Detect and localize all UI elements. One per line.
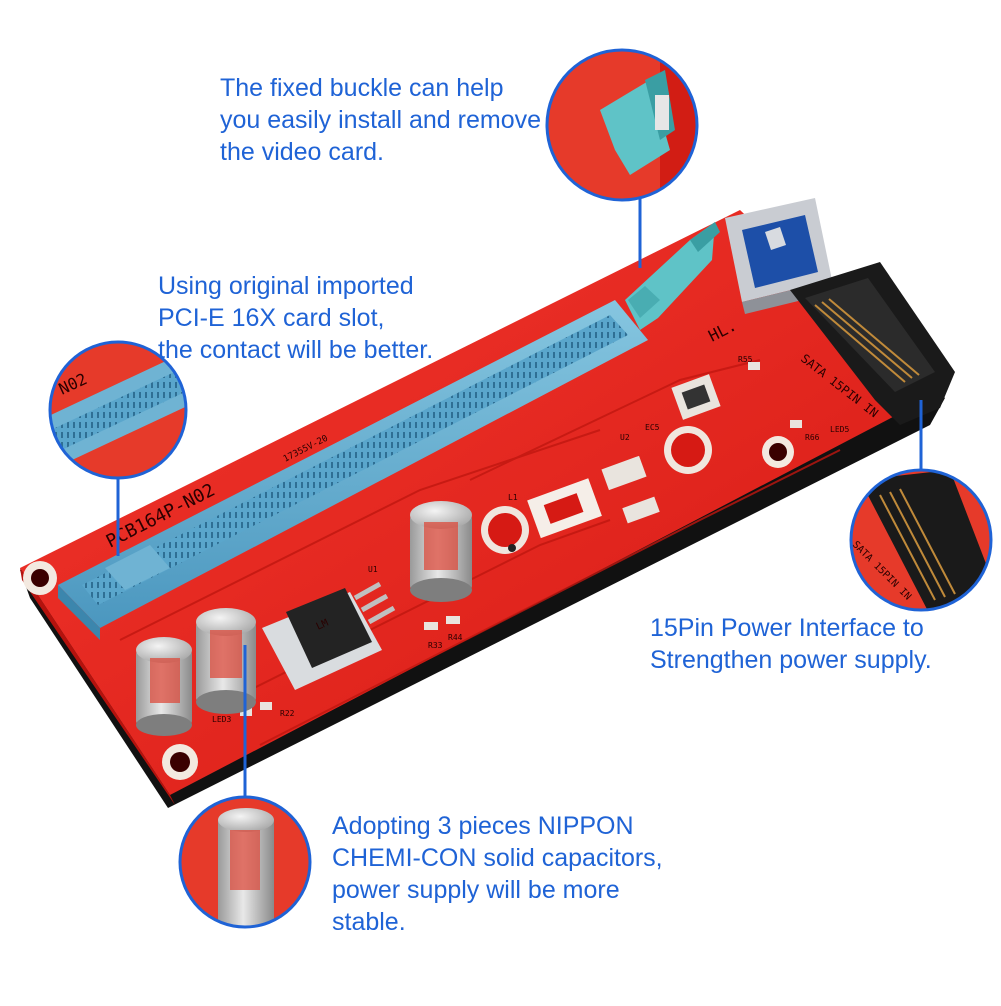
- r55-label: R55: [738, 355, 753, 364]
- usb3-port: [725, 198, 835, 314]
- power-caption-line: Strengthen power supply.: [650, 646, 932, 674]
- solid-capacitor: [410, 501, 472, 602]
- r44-label: R44: [448, 633, 463, 642]
- buckle-zoom-circle: [545, 48, 699, 202]
- smd-components: [240, 362, 802, 716]
- sata-zoom-circle: SATA 15PIN IN: [849, 468, 993, 612]
- capacitor-zoom-circle: [178, 795, 312, 929]
- capacitor-caption-line: stable.: [332, 908, 406, 936]
- pcie-x16-slot: [58, 300, 648, 640]
- u1-label: U1: [368, 565, 378, 574]
- r22-label: R22: [280, 709, 295, 718]
- capacitor-caption: Adopting 3 pieces NIPPON CHEMI-CON solid…: [332, 810, 663, 938]
- slot-caption-line: PCI-E 16X card slot,: [158, 304, 385, 332]
- slot-caption-line: the contact will be better.: [158, 336, 434, 364]
- led5-label: LED5: [830, 425, 849, 434]
- buckle-caption-line: you easily install and remove: [220, 106, 541, 134]
- r66-label: R66: [805, 433, 820, 442]
- l1-label: L1: [508, 493, 518, 502]
- slot-caption-line: Using original imported: [158, 272, 414, 300]
- r33-label: R33: [428, 641, 443, 650]
- capacitor-caption-line: Adopting 3 pieces NIPPON: [332, 812, 634, 840]
- buckle-caption-line: the video card.: [220, 138, 384, 166]
- mounting-hole: [762, 436, 794, 468]
- slot-zoom-circle: N02: [48, 340, 188, 480]
- pointer-lines: [116, 196, 923, 798]
- ec5-label: EC5: [645, 423, 660, 432]
- buckle-caption-line: The fixed buckle can help: [220, 74, 504, 102]
- voltage-regulator: LM: [262, 581, 396, 690]
- mounting-hole: [23, 561, 57, 595]
- power-caption: 15Pin Power Interface to Strengthen powe…: [650, 612, 932, 676]
- led3-label: LED3: [212, 715, 231, 724]
- slot-caption: Using original imported PCI-E 16X card s…: [158, 270, 433, 366]
- solid-capacitor: [196, 608, 256, 714]
- u2-label: U2: [620, 433, 630, 442]
- buckle-caption: The fixed buckle can help you easily ins…: [220, 72, 541, 168]
- mounting-hole: [162, 744, 198, 780]
- capacitor-caption-line: power supply will be more: [332, 876, 620, 904]
- sata-15pin-connector: [790, 262, 955, 425]
- solid-capacitor: [136, 637, 192, 736]
- retention-clip: [625, 222, 720, 330]
- regulator-marking: LM: [315, 618, 331, 633]
- power-caption-line: 15Pin Power Interface to: [650, 614, 924, 642]
- capacitor-caption-line: CHEMI-CON solid capacitors,: [332, 844, 663, 872]
- inductor: [481, 426, 712, 554]
